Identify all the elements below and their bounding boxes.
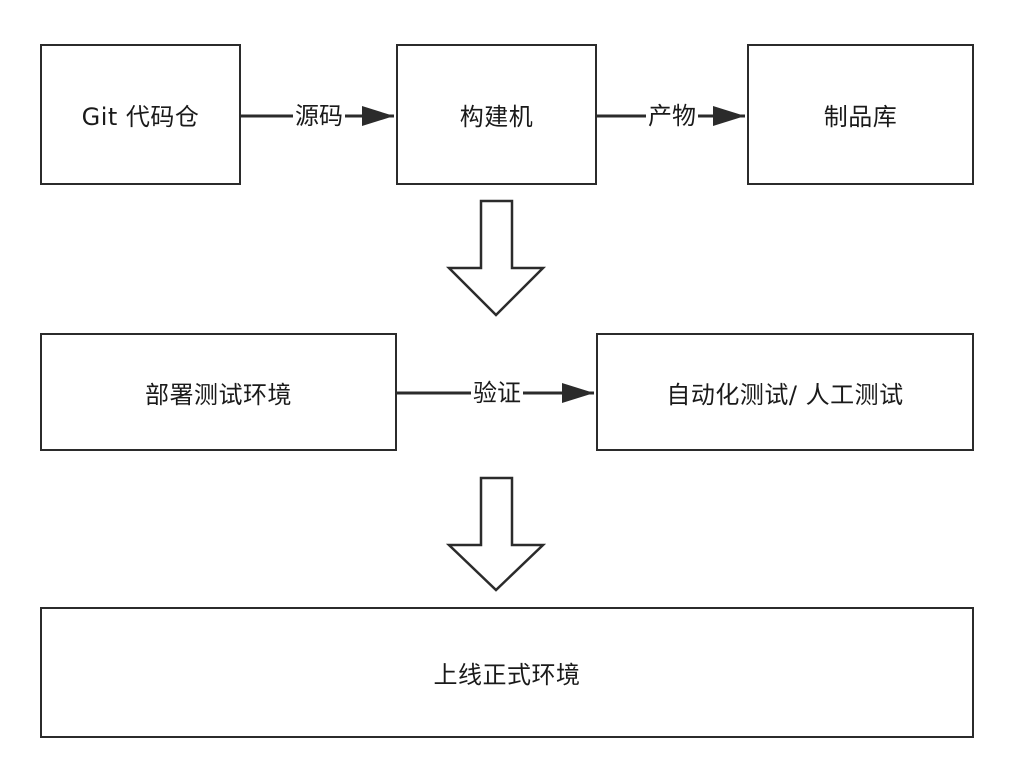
arrowhead-build-to-repo: [713, 106, 745, 126]
down-arrow-stage-1-icon: [445, 199, 547, 317]
node-deploy-test-env-label: 部署测试环境: [145, 380, 292, 409]
node-build-machine-label: 构建机: [459, 103, 534, 131]
node-auto-manual-test: 自动化测试/ 人工测试: [596, 333, 974, 451]
node-git-repo: Git 代码仓: [40, 44, 241, 185]
node-artifact-repo-label: 制品库: [823, 103, 898, 131]
node-auto-manual-test-label: 自动化测试/ 人工测试: [666, 380, 904, 409]
edge-label-artifact: 产物: [646, 102, 698, 130]
arrowhead-deploy-to-test: [562, 383, 594, 403]
node-build-machine: 构建机: [396, 44, 597, 185]
edge-label-verify: 验证: [471, 379, 523, 407]
node-production-env: 上线正式环境: [40, 607, 974, 738]
edge-label-source-code: 源码: [293, 102, 345, 130]
node-git-repo-label: Git 代码仓: [81, 103, 200, 131]
node-deploy-test-env: 部署测试环境: [40, 333, 397, 451]
node-artifact-repo: 制品库: [747, 44, 974, 185]
down-arrow-stage-2-icon: [445, 476, 547, 592]
node-production-env-label: 上线正式环境: [433, 661, 581, 689]
arrowhead-git-to-build: [362, 106, 394, 126]
